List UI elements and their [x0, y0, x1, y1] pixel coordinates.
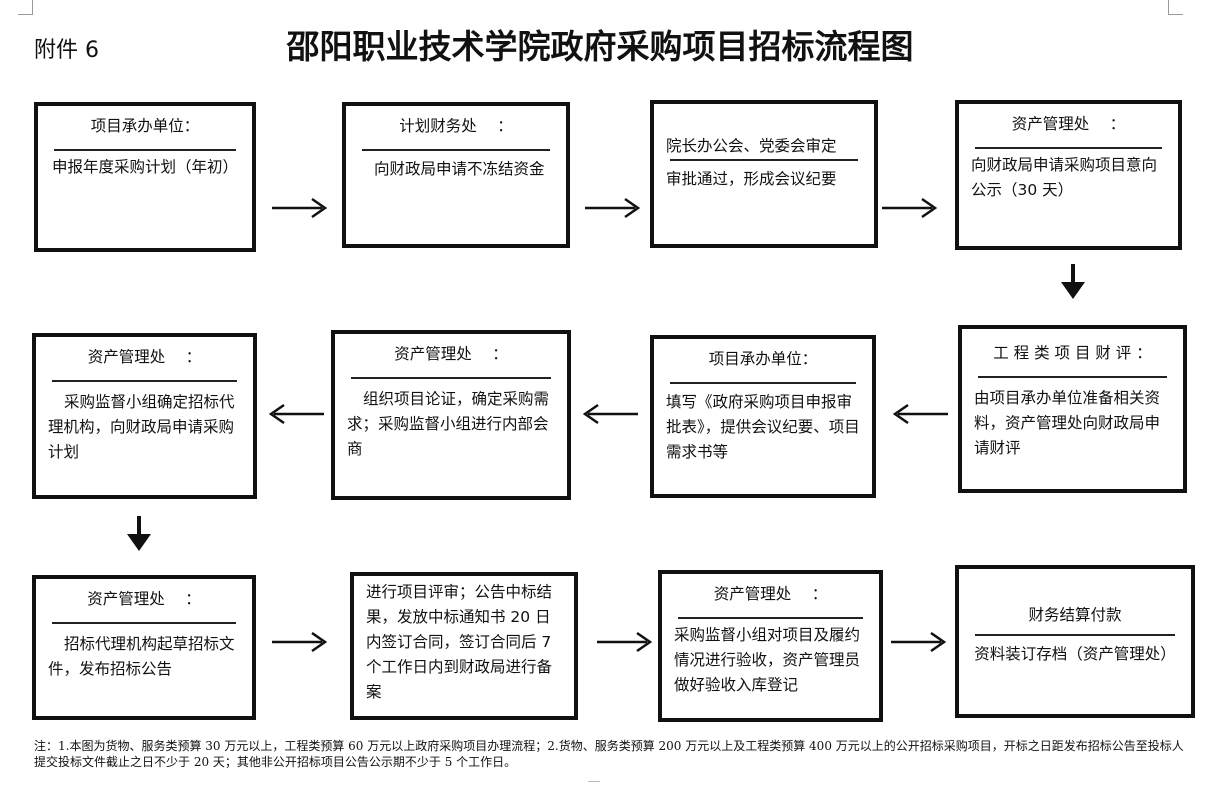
page-title: 邵阳职业技术学院政府采购项目招标流程图	[286, 27, 914, 66]
step-1-head: 项目承办单位：	[90, 117, 200, 135]
step-4-separator	[975, 147, 1162, 149]
step-box-5: 工 程 类 项 目 财 评 ： 由项目承办单位准备相关资料，资产管理处向财政局申…	[958, 325, 1187, 493]
step-9-head: 资产管理处 ：	[87, 590, 201, 608]
step-3-head: 院长办公会、党委会审定	[666, 137, 837, 155]
step-box-6: 项目承办单位： 填写《政府采购项目申报审批表》，提供会议纪要、项目需求书等	[650, 335, 876, 498]
step-2-body: 向财政局申请不冻结资金	[374, 160, 545, 178]
step-3-body: 审批通过，形成会议纪要	[666, 170, 837, 188]
step-11-head: 资产管理处 ：	[713, 585, 828, 603]
step-3-separator	[670, 159, 858, 161]
step-7-head: 资产管理处 ：	[394, 345, 508, 363]
step-11-separator	[678, 617, 863, 619]
step-11-body: 采购监督小组对项目及履约情况进行验收，资产管理员做好验收入库登记	[674, 626, 861, 694]
step-1-body: 申报年度采购计划（年初）	[51, 158, 238, 176]
step-6-body: 填写《政府采购项目申报审批表》，提供会议纪要、项目需求书等	[666, 393, 860, 461]
step-box-9: 资产管理处 ： 招标代理机构起草招标文件，发布招标公告	[32, 575, 256, 720]
step-box-3: 院长办公会、党委会审定 审批通过，形成会议纪要	[650, 100, 878, 248]
step-box-2: 计划财务处 ： 向财政局申请不冻结资金	[342, 102, 570, 248]
step-box-7: 资产管理处 ： 组织项目论证，确定采购需求；采购监督小组进行内部会商	[331, 330, 571, 500]
step-2-separator	[362, 149, 550, 151]
attachment-label: 附件 6	[34, 38, 99, 63]
step-4-body: 向财政局申请采购项目意向公示（30 天）	[971, 156, 1158, 199]
step-12-body: 资料装订存档（资产管理处）	[974, 645, 1176, 663]
step-8-body: 采购监督小组确定招标代理机构，向财政局申请采购计划	[48, 393, 235, 461]
page-corner-mark-left	[18, 0, 33, 15]
arrow-right-2	[585, 197, 641, 219]
step-6-separator	[670, 382, 856, 384]
step-5-head: 工 程 类 项 目 财 评 ：	[993, 344, 1152, 362]
step-7-body: 组织项目论证，确定采购需求；采购监督小组进行内部会商	[347, 390, 550, 458]
arrow-right-1	[272, 197, 328, 219]
arrow-down-1	[1061, 264, 1085, 299]
step-box-1: 项目承办单位： 申报年度采购计划（年初）	[34, 102, 256, 252]
step-4-head: 资产管理处 ：	[1011, 115, 1126, 133]
step-9-body: 招标代理机构起草招标文件，发布招标公告	[48, 635, 235, 678]
step-9-separator	[52, 622, 236, 624]
arrow-right-4	[272, 631, 328, 653]
step-box-4: 资产管理处 ： 向财政局申请采购项目意向公示（30 天）	[955, 100, 1182, 250]
arrow-left-1	[892, 403, 948, 425]
step-12-head: 财务结算付款	[1028, 606, 1122, 624]
step-box-8: 资产管理处 ： 采购监督小组确定招标代理机构，向财政局申请采购计划	[32, 333, 257, 499]
step-8-head: 资产管理处 ：	[87, 348, 202, 366]
step-5-body: 由项目承办单位准备相关资料，资产管理处向财政局申请财评	[974, 389, 1161, 457]
step-7-separator	[351, 377, 551, 379]
step-8-separator	[52, 380, 237, 382]
step-5-separator	[978, 376, 1167, 378]
step-10-body: 进行项目评审；公告中标结果，发放中标通知书 20 日内签订合同，签订合同后 7 …	[366, 583, 553, 701]
arrow-right-3	[882, 197, 938, 219]
arrow-left-3	[268, 403, 324, 425]
step-box-10: 进行项目评审；公告中标结果，发放中标通知书 20 日内签订合同，签订合同后 7 …	[350, 572, 578, 720]
step-12-separator	[975, 634, 1175, 636]
arrow-left-2	[582, 403, 638, 425]
step-box-12: 财务结算付款 资料装订存档（资产管理处）	[955, 565, 1195, 718]
step-2-head: 计划财务处 ：	[399, 117, 513, 135]
arrow-right-6	[891, 631, 947, 653]
arrow-down-2	[127, 516, 151, 551]
step-1-separator	[54, 149, 236, 151]
arrow-right-5	[597, 631, 653, 653]
footnote: 注：1.本图为货物、服务类预算 30 万元以上，工程类预算 60 万元以上政府采…	[34, 739, 1184, 769]
page-corner-mark-right	[1168, 0, 1183, 15]
step-box-11: 资产管理处 ： 采购监督小组对项目及履约情况进行验收，资产管理员做好验收入库登记	[658, 570, 883, 722]
page-number-mark	[588, 781, 600, 782]
step-6-head: 项目承办单位：	[708, 350, 818, 368]
